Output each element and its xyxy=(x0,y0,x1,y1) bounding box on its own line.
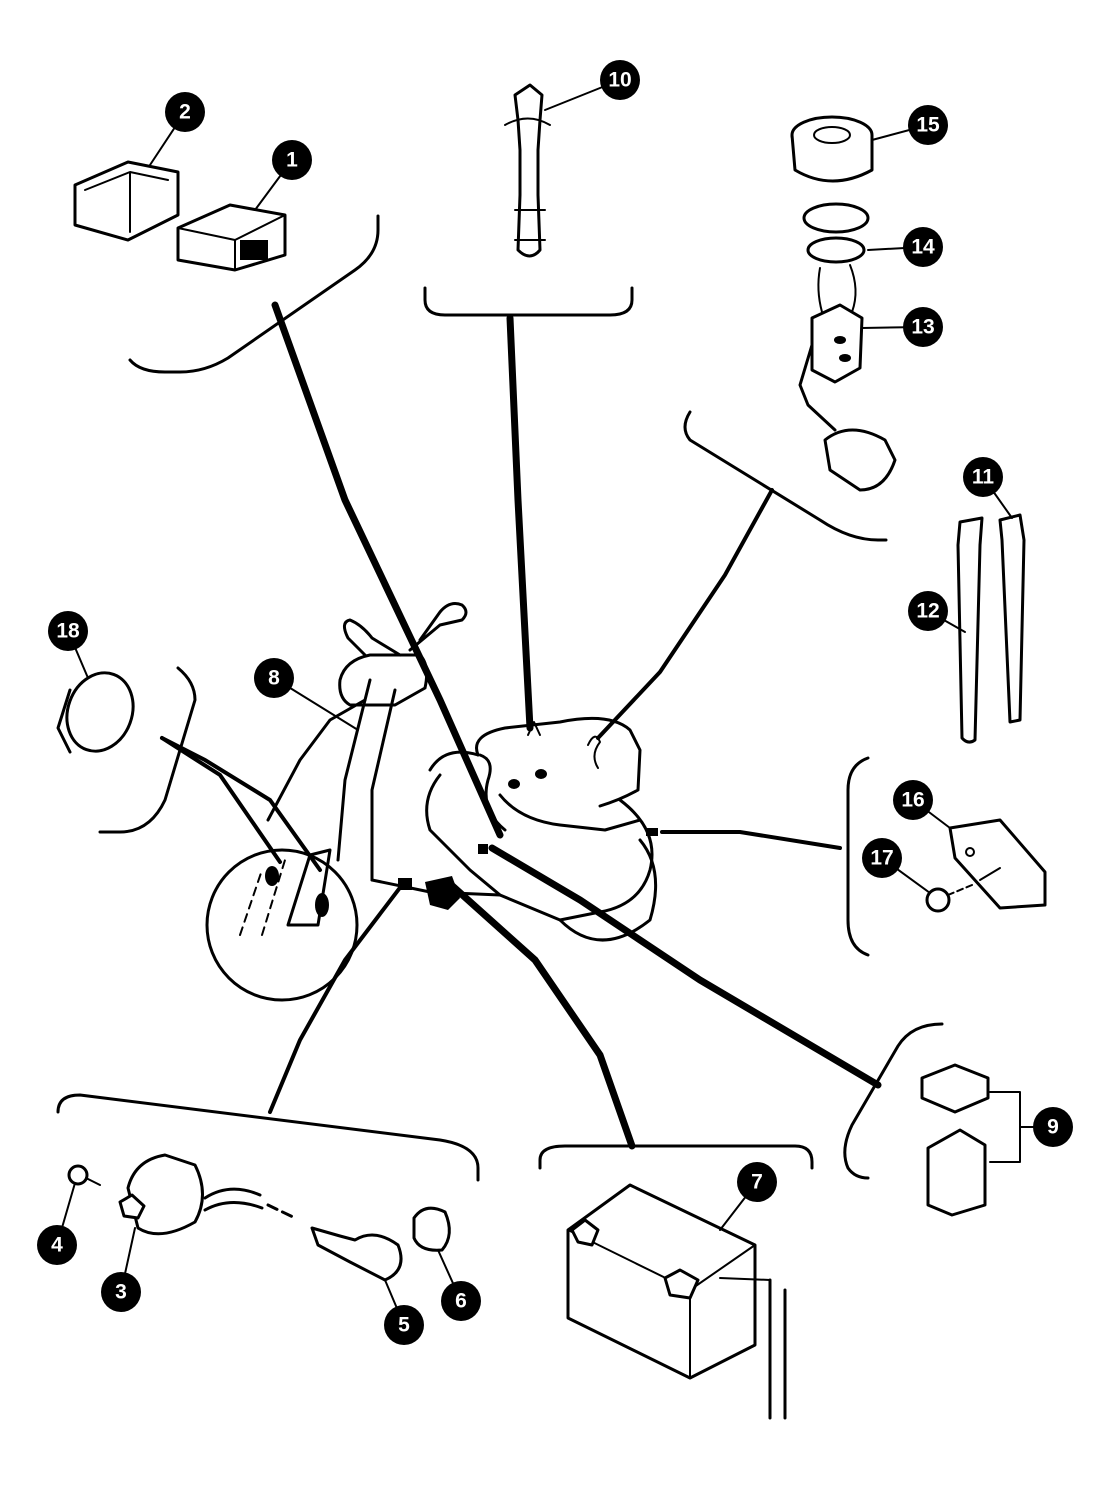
callout-10-label: 10 xyxy=(608,69,631,92)
scooter-outline xyxy=(205,602,658,1002)
callout-15: 15 xyxy=(908,105,948,145)
callout-6: 6 xyxy=(441,1281,481,1321)
callout-10: 10 xyxy=(600,60,640,100)
callout-16: 16 xyxy=(893,780,933,820)
callout-4: 4 xyxy=(37,1225,77,1265)
part-14-ring xyxy=(802,202,870,264)
callout-7-label: 7 xyxy=(751,1171,763,1194)
callout-14: 14 xyxy=(903,227,943,267)
callout-1: 1 xyxy=(272,140,312,180)
part-10-sensor xyxy=(504,83,551,258)
callout-3: 3 xyxy=(101,1272,141,1312)
bracket-group-9 xyxy=(843,1022,944,1180)
callout-6-label: 6 xyxy=(455,1290,467,1313)
leader-lines xyxy=(56,79,1054,1326)
bracket-group-16-17 xyxy=(846,756,870,957)
callout-17-label: 17 xyxy=(870,847,893,870)
callout-18-label: 18 xyxy=(56,620,80,643)
callout-4-label: 4 xyxy=(51,1234,63,1257)
part-3-coil xyxy=(118,1153,297,1236)
part-4-bolt xyxy=(67,1164,101,1186)
part-9-fuse xyxy=(920,1063,1021,1217)
callout-3-label: 3 xyxy=(115,1281,127,1304)
part-2-cover xyxy=(73,160,180,242)
callout-18: 18 xyxy=(48,611,88,651)
callout-12-label: 12 xyxy=(916,600,939,623)
callout-1-label: 1 xyxy=(286,149,298,172)
callout-5-label: 5 xyxy=(398,1314,410,1337)
part-18-cap xyxy=(56,671,135,754)
bracket-group-18 xyxy=(98,666,197,834)
part-7-battery xyxy=(566,1183,787,1420)
part-17-nut xyxy=(925,884,973,913)
bracket-group-1-2 xyxy=(128,214,380,374)
part-11-12-cable-ties xyxy=(956,513,1026,744)
part-6-boot xyxy=(412,1206,451,1252)
callout-8: 8 xyxy=(254,658,294,698)
bracket-group-3-6 xyxy=(56,1093,480,1182)
part-16-plate xyxy=(948,818,1047,910)
callout-15-label: 15 xyxy=(916,114,940,137)
part-1-unit xyxy=(176,203,287,272)
callout-7: 7 xyxy=(737,1162,777,1202)
bracket-group-7 xyxy=(538,1144,814,1170)
callout-9-label: 9 xyxy=(1047,1116,1059,1139)
callout-12: 12 xyxy=(908,591,948,631)
part-13-sender xyxy=(798,264,897,492)
callout-16-label: 16 xyxy=(901,789,924,812)
bracket-group-13-14-15 xyxy=(683,410,888,542)
bracket-group-10 xyxy=(423,286,634,317)
callout-2-label: 2 xyxy=(179,101,191,124)
callout-2: 2 xyxy=(165,92,205,132)
callout-5: 5 xyxy=(384,1305,424,1345)
callout-13: 13 xyxy=(903,307,943,347)
callout-17: 17 xyxy=(862,838,902,878)
callout-14-label: 14 xyxy=(911,236,935,259)
part-15-cap xyxy=(790,115,874,183)
callout-13-label: 13 xyxy=(911,316,934,339)
callout-9: 9 xyxy=(1033,1107,1073,1147)
callout-11: 11 xyxy=(963,457,1003,497)
callout-8-label: 8 xyxy=(268,667,280,690)
connector-cables xyxy=(160,301,882,1150)
callout-11-label: 11 xyxy=(972,466,995,489)
part-5-plug-cap xyxy=(310,1226,403,1282)
